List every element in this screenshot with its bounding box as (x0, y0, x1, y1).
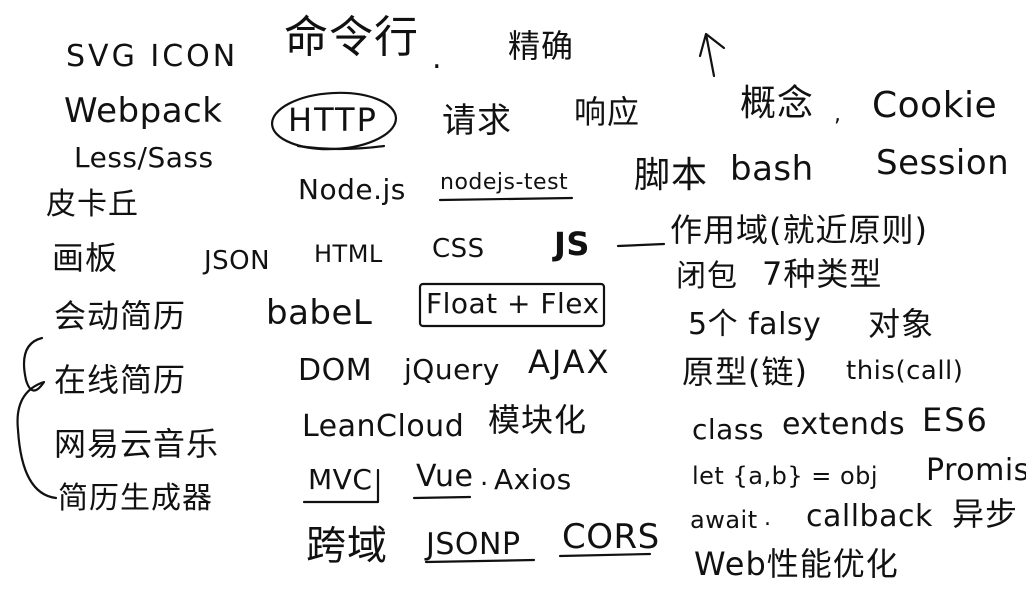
json-text: JSON (204, 246, 271, 276)
seven-types-text: 7种类型 (762, 255, 883, 293)
dot-mark: . (432, 41, 443, 76)
css-text: CSS (432, 234, 485, 264)
concept-text: 概念 (740, 83, 815, 124)
babel-text: babeL (266, 293, 373, 333)
response-text: 响应 (574, 93, 641, 131)
object-text: 对象 (868, 305, 935, 343)
session-text: Session (876, 143, 1010, 183)
js-dash-mark (616, 242, 666, 248)
nodejs-test-text: nodejs-test (440, 170, 569, 195)
float-flex-text: Float + Flex (426, 287, 600, 320)
online-resume-text: 在线简历 (54, 361, 187, 399)
falsy-text: 5个 falsy (688, 307, 822, 342)
ajax-text: AJAX (528, 343, 611, 381)
netease-music-text: 网易云音乐 (54, 425, 220, 463)
closure-text: 闭包 (676, 259, 738, 294)
axios-text: Axios (494, 463, 572, 496)
class-text: class (692, 413, 765, 446)
up-arrow-icon (698, 32, 726, 78)
bash-text: bash (730, 149, 814, 189)
await-dot: . (764, 506, 772, 531)
script-text: 脚本 (634, 155, 709, 196)
http-text: HTTP (288, 101, 378, 139)
request-text: 请求 (442, 101, 512, 141)
jsonp-text: JSONP (426, 527, 521, 562)
huaban-text: 画板 (52, 239, 119, 277)
left-brace-icon (16, 336, 58, 500)
extends-text: extends (782, 407, 906, 442)
promise-text: Promise (926, 453, 1026, 488)
http-underline-mark (296, 144, 386, 151)
axios-dot: . (480, 462, 489, 492)
pikachu-text: 皮卡丘 (46, 187, 139, 222)
precise-text: 精确 (508, 27, 575, 65)
async-text: 异步 (952, 495, 1019, 533)
dom-text: DOM (298, 353, 373, 388)
cookie-text: Cookie (872, 85, 998, 126)
command-line-text: 命令行 (284, 12, 419, 63)
let-destructure-text: let {a,b} = obj (692, 462, 879, 490)
await-text: await (690, 506, 758, 534)
es6-text: ES6 (922, 401, 989, 439)
modularization-text: 模块化 (488, 401, 588, 439)
cors-text: CORS (562, 517, 660, 557)
vue-text: Vue (416, 459, 474, 494)
scope-text: 作用域(就近原则) (670, 211, 928, 249)
this-call-text: this(call) (846, 356, 964, 386)
nodejs-test-underline (438, 196, 574, 202)
vue-underline (412, 495, 472, 500)
html-text: HTML (314, 240, 383, 268)
leancloud-text: LeanCloud (302, 409, 465, 444)
resume-generator-text: 简历生成器 (58, 481, 213, 516)
prototype-chain-text: 原型(链) (682, 353, 808, 391)
animated-resume-text: 会动简历 (54, 297, 187, 335)
nodejs-text: Node.js (298, 173, 406, 206)
webpack-text: Webpack (64, 91, 223, 131)
mvc-text: MVC (308, 463, 373, 496)
cross-domain-text: 跨域 (306, 523, 388, 569)
svg-icon-text: SVG ICON (66, 39, 239, 74)
less-sass-text: Less/Sass (74, 141, 214, 174)
js-text: JS (554, 225, 590, 263)
jquery-text: jQuery (404, 353, 500, 386)
comma-mark: , (834, 102, 842, 127)
web-performance-text: Web性能优化 (694, 545, 899, 583)
callback-text: callback (806, 499, 933, 534)
